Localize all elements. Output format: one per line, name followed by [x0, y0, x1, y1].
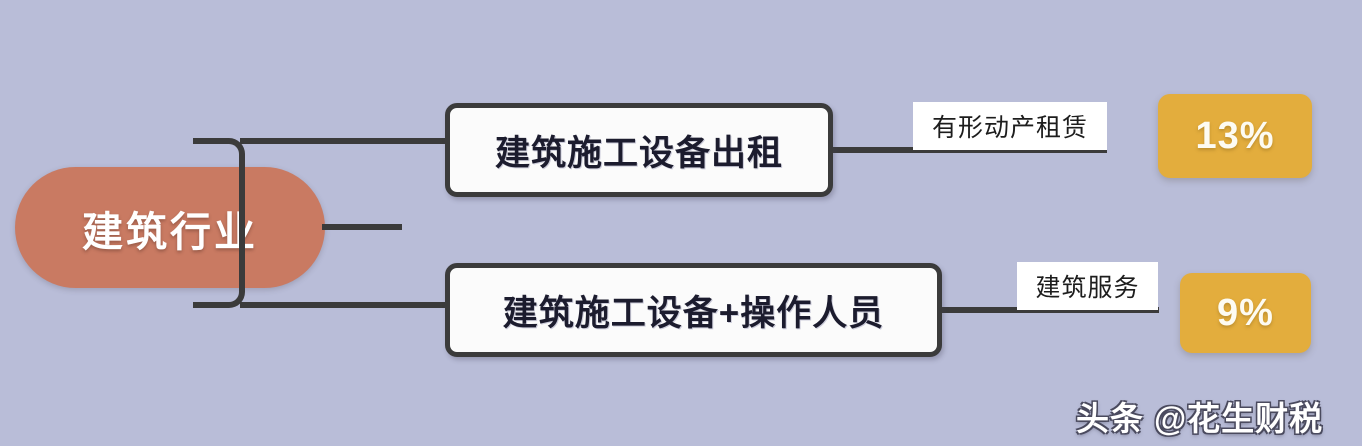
- connector-arm-branch-1: [240, 138, 450, 144]
- watermark-platform: 头条: [1076, 400, 1144, 437]
- connector-root-stub: [322, 224, 402, 230]
- branch-node-equipment-rental[interactable]: 建筑施工设备出租: [445, 103, 833, 197]
- connector-tail-branch-1: [830, 147, 1107, 153]
- rate-badge-13-percent: 13%: [1158, 94, 1312, 178]
- connector-arm-branch-2: [240, 302, 450, 308]
- branch-node-label: 建筑施工设备出租: [494, 133, 783, 173]
- connector-bracket-trunk: [193, 138, 245, 308]
- root-node-construction-industry[interactable]: 建筑行业: [15, 167, 325, 288]
- tag-label-text: 有形动产租赁: [931, 114, 1088, 142]
- branch-node-label: 建筑施工设备+操作人员: [502, 293, 885, 333]
- rate-badge-9-percent: 9%: [1180, 273, 1311, 353]
- rate-badge-value: 13%: [1195, 114, 1275, 157]
- tag-label-construction-service: 建筑服务: [1017, 262, 1158, 310]
- connector-tail-branch-2: [938, 307, 1159, 313]
- root-node-label: 建筑行业: [82, 208, 258, 255]
- watermark: 头条 @花生财税: [1076, 392, 1323, 440]
- tag-label-tangible-property-lease: 有形动产租赁: [913, 102, 1107, 150]
- watermark-account: @花生财税: [1154, 400, 1324, 437]
- tag-label-text: 建筑服务: [1035, 274, 1140, 302]
- branch-node-equipment-with-operator[interactable]: 建筑施工设备+操作人员: [445, 263, 942, 357]
- rate-badge-value: 9%: [1217, 291, 1274, 334]
